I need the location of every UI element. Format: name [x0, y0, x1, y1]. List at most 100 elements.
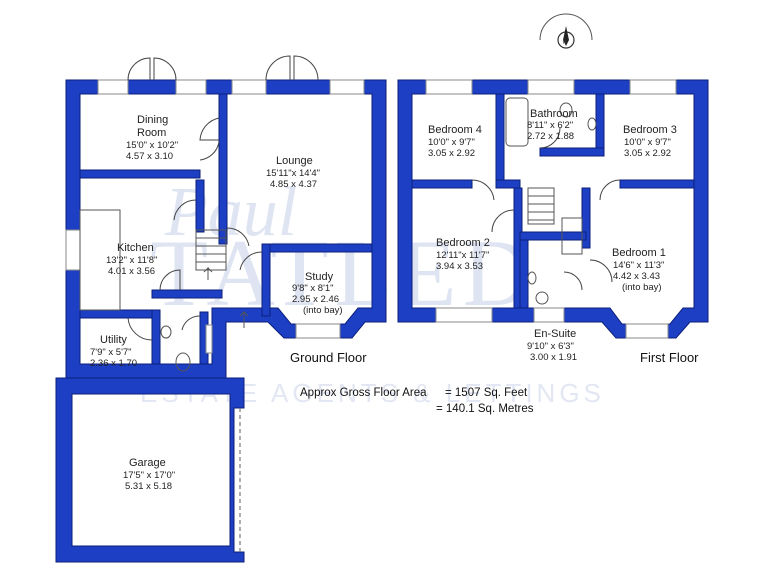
toilet-bath [559, 102, 573, 118]
first-floor-plan [397, 79, 709, 339]
basin-ground [160, 325, 172, 339]
kitchen-counter [79, 209, 121, 311]
bedroom1-name: Bedroom 1 [612, 247, 666, 259]
bedroom3-metric: 3.05 x 2.92 [624, 148, 671, 159]
dining-name-1: Dining [137, 114, 168, 126]
garage-walls [55, 377, 245, 563]
utility-name: Utility [100, 334, 127, 346]
bathtub [505, 97, 529, 147]
bedroom4-metric: 3.05 x 2.92 [428, 148, 475, 159]
stairs-ground [195, 229, 249, 328]
bedroom1-metric: 4.42 x 3.43 [613, 271, 660, 282]
wall-dining-lounge [218, 93, 228, 245]
lounge-imperial: 15'11"x 14'4" [266, 168, 320, 179]
study-imperial: 9'8" x 8'1" [292, 283, 334, 294]
french-door-dining [127, 57, 177, 81]
window-wc [205, 324, 213, 354]
bedroom3-imperial: 10'0" x 9'7" [624, 137, 671, 148]
wall-kitchen-utility [79, 309, 156, 319]
wall-study-hall [261, 243, 271, 317]
dining-name-2: Room [137, 127, 166, 139]
wall-wc [151, 309, 161, 365]
wall-bed4-lower [411, 179, 473, 189]
window-bed1-bay [625, 323, 669, 339]
study-metric: 2.95 x 2.46 [292, 294, 339, 305]
utility-metric: 2.36 x 1.70 [90, 358, 137, 369]
window-study-bay [295, 323, 341, 339]
room-labels: Dining Room 15'0" x 10'2" 4.57 x 3.10 Lo… [90, 108, 677, 492]
compass: N [539, 13, 593, 49]
lounge-metric: 4.85 x 4.37 [270, 179, 317, 190]
door-utility [127, 317, 153, 341]
study-name: Study [305, 271, 334, 283]
ground-floor-title: Ground Floor [290, 350, 367, 365]
compass-letter: N [563, 40, 567, 46]
garage-imperial: 17'5" x 17'0" [123, 470, 175, 481]
bathroom-name: Bathroom [530, 108, 578, 120]
bathroom-imperial: 8'11" x 6'2" [527, 120, 573, 131]
ensuite-imperial: 9'10" x 6'3" [527, 341, 574, 352]
first-floor-title: First Floor [640, 350, 699, 365]
toilet-ground [175, 352, 191, 372]
door-bath [539, 127, 561, 149]
bedroom2-imperial: 12'11"x 11'7" [436, 250, 489, 261]
door-bed4 [471, 179, 495, 201]
wall-bath-lower [539, 147, 605, 157]
area-feet: = 1507 Sq. Feet [445, 387, 528, 399]
door-bed3 [599, 179, 621, 201]
garage-name: Garage [129, 457, 166, 469]
kitchen-imperial: 13'2" x 11'8" [106, 255, 157, 266]
wall-lounge-study [263, 243, 373, 253]
wall-landing-left [495, 179, 521, 189]
wall-stair [195, 179, 205, 233]
window-bath [527, 79, 575, 95]
kitchen-metric: 4.01 x 3.56 [108, 266, 155, 277]
bedroom1-note: (into bay) [622, 282, 662, 293]
door-bed2 [491, 209, 515, 233]
dining-metric: 4.57 x 3.10 [126, 151, 173, 162]
window-lounge-2 [329, 79, 365, 95]
window-bed2 [435, 307, 493, 323]
bedroom4-name: Bedroom 4 [428, 124, 482, 136]
french-door-lounge [265, 55, 319, 81]
wall-bed4-bath [495, 93, 505, 181]
ensuite-metric: 3.00 x 1.91 [530, 352, 577, 363]
window-dining [97, 79, 129, 95]
door-ensuite [563, 271, 583, 291]
wall-hall-lower [151, 289, 223, 299]
ensuite-name: En-Suite [534, 328, 576, 340]
window-bed4 [425, 79, 473, 95]
study-note: (into bay) [303, 305, 343, 316]
window-dining-2 [175, 79, 207, 95]
toilet-ensuite [535, 291, 549, 305]
stairs-first [527, 187, 555, 225]
garage-metric: 5.31 x 5.18 [125, 481, 172, 492]
bedroom2-metric: 3.94 x 3.53 [436, 261, 483, 272]
basin-bed3 [587, 117, 597, 131]
wall-dining-kitchen [79, 169, 201, 179]
lounge-name: Lounge [276, 155, 313, 167]
window-kitchen [65, 229, 81, 271]
garage-plan [55, 377, 245, 563]
kitchen-name: Kitchen [117, 242, 154, 254]
wall-ensuite-left [519, 237, 529, 309]
door-dining-lounge [199, 117, 220, 161]
window-ensuite [533, 307, 565, 323]
watermark-script: Paul [164, 174, 297, 251]
wall-bed3-lower [619, 179, 695, 189]
window-lounge [231, 79, 267, 95]
window-bed3 [629, 79, 677, 95]
door-lounge-hall [226, 227, 250, 247]
door-front [159, 269, 181, 291]
bedroom4-imperial: 10'0" x 9'7" [428, 137, 475, 148]
door-bed1 [589, 259, 613, 283]
wall-bath-bed3 [595, 93, 605, 157]
area-metres: = 140.1 Sq. Metres [436, 403, 534, 415]
ground-floor-plan [65, 55, 387, 379]
door-kitchen-hall [173, 199, 197, 221]
wall-ensuite-top [519, 231, 587, 241]
basin-ensuite [527, 271, 537, 285]
bedroom1-imperial: 14'6" x 11'3" [613, 260, 664, 271]
shower-ensuite [561, 217, 583, 255]
